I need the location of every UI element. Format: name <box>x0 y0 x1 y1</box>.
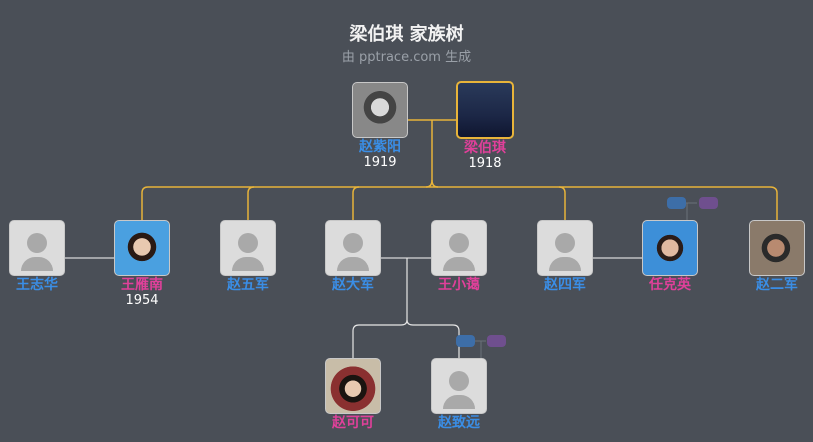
tag-blue[interactable] <box>667 197 686 209</box>
person-node[interactable]: 王小蔼 <box>414 220 504 293</box>
tag-blue[interactable] <box>456 335 475 347</box>
page-subtitle: 由 pptrace.com 生成 <box>341 50 472 65</box>
person-name: 王小蔼 <box>438 277 480 293</box>
person-name: 赵紫阳 <box>359 139 401 155</box>
person-photo[interactable] <box>642 220 698 276</box>
person-name: 赵四军 <box>544 277 586 293</box>
person-name: 梁伯琪 <box>464 140 506 156</box>
placeholder-avatar-icon[interactable] <box>431 220 487 276</box>
person-photo[interactable] <box>114 220 170 276</box>
person-name: 王雁南 <box>121 277 163 293</box>
placeholder-avatar-icon[interactable] <box>9 220 65 276</box>
person-node[interactable]: 王志华 <box>0 220 82 293</box>
person-node-focus[interactable]: 梁伯琪 1918 <box>440 81 530 171</box>
person-node[interactable]: 王雁南 1954 <box>97 220 187 308</box>
person-node[interactable]: 赵五军 <box>203 220 293 293</box>
person-photo[interactable] <box>456 81 514 139</box>
person-name: 赵二军 <box>756 277 798 293</box>
placeholder-avatar-icon[interactable] <box>325 220 381 276</box>
person-node[interactable]: 任克英 <box>625 220 715 293</box>
person-node[interactable]: 赵二军 <box>732 220 813 293</box>
person-node[interactable]: 赵紫阳 1919 <box>335 82 425 170</box>
person-name: 赵大军 <box>332 277 374 293</box>
placeholder-avatar-icon[interactable] <box>431 358 487 414</box>
person-year: 1918 <box>468 156 502 171</box>
person-year: 1919 <box>363 155 397 170</box>
person-photo[interactable] <box>352 82 408 138</box>
placeholder-avatar-icon[interactable] <box>220 220 276 276</box>
person-name: 赵可可 <box>332 415 374 431</box>
person-node[interactable]: 赵致远 <box>414 358 504 431</box>
person-photo[interactable] <box>325 358 381 414</box>
tag-purple[interactable] <box>487 335 506 347</box>
placeholder-avatar-icon[interactable] <box>537 220 593 276</box>
person-photo[interactable] <box>749 220 805 276</box>
person-name: 赵五军 <box>227 277 269 293</box>
person-name: 赵致远 <box>438 415 480 431</box>
person-node[interactable]: 赵四军 <box>520 220 610 293</box>
person-node[interactable]: 赵大军 <box>308 220 398 293</box>
page-title: 梁伯琪 家族树 <box>349 24 464 45</box>
person-name: 任克英 <box>649 277 691 293</box>
person-name: 王志华 <box>16 277 58 293</box>
tag-purple[interactable] <box>699 197 718 209</box>
person-node[interactable]: 赵可可 <box>308 358 398 431</box>
person-year: 1954 <box>125 293 159 308</box>
